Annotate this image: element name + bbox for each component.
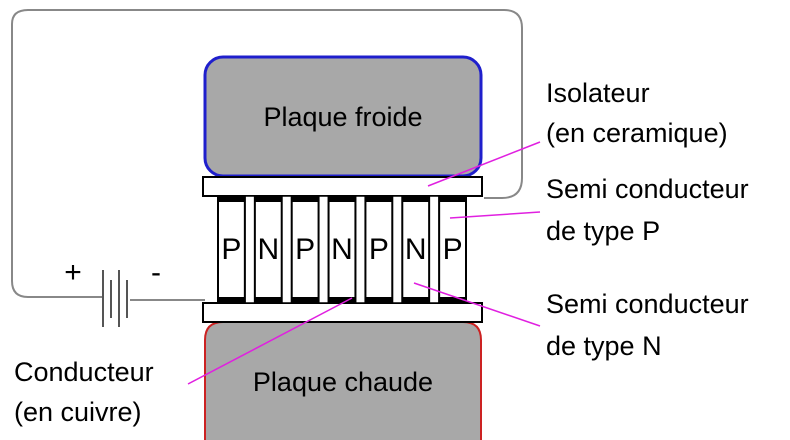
bottom-insulator [202,302,483,323]
leader-n-type [413,282,541,327]
leg-separator [244,195,256,304]
hot-plate-label: Plaque chaude [253,367,433,397]
leader-p-type [449,211,541,219]
label-n-type-line1: Semi conducteur [546,289,749,319]
circuit-wire [11,9,523,298]
copper-conductor-bottom [365,297,393,303]
battery-plus: + [64,256,82,289]
copper-conductor-bottom [439,297,466,303]
copper-conductor-top [218,196,245,202]
cold-plate-label: Plaque froide [263,102,422,132]
label-conductor-line1: Conducteur [14,357,154,387]
leader-insulator [427,141,541,187]
label-conductor-line2: (en cuivre) [14,397,142,427]
copper-conductor-top [328,196,356,202]
leg-label: N [405,233,427,266]
leg-label: P [295,233,315,266]
leg-separator [317,195,330,304]
leg-label: P [221,233,241,266]
leg-separator [354,195,367,304]
battery-icon [102,270,128,327]
label-p-type-line1: Semi conducteur [546,174,749,204]
copper-conductor-top [254,196,282,202]
label-n-type-line2: de type N [546,331,662,361]
copper-conductor-top [439,196,466,202]
leg-label: N [257,233,279,266]
p-type-leg [217,195,246,304]
copper-conductor-top [365,196,393,202]
n-type-leg [253,195,283,304]
leg-label: P [369,233,389,266]
top-insulator [202,176,483,197]
copper-conductor-bottom [218,297,245,303]
leg-separator [428,195,440,304]
leg-separator [391,195,404,304]
copper-conductor-top [402,196,430,202]
copper-conductor-bottom [254,297,282,303]
leg-label: N [331,233,353,266]
label-insulator-line2: (en ceramique) [546,118,728,148]
label-insulator-line1: Isolateur [546,78,650,108]
leader-conductor [187,297,353,385]
leg-label: P [443,233,463,266]
copper-conductor-bottom [328,297,356,303]
leg-separator [280,195,293,304]
battery-minus: - [151,256,161,289]
copper-conductor-bottom [402,297,430,303]
label-p-type-line2: de type P [546,216,660,246]
copper-conductor-bottom [291,297,319,303]
copper-conductor-top [291,196,319,202]
